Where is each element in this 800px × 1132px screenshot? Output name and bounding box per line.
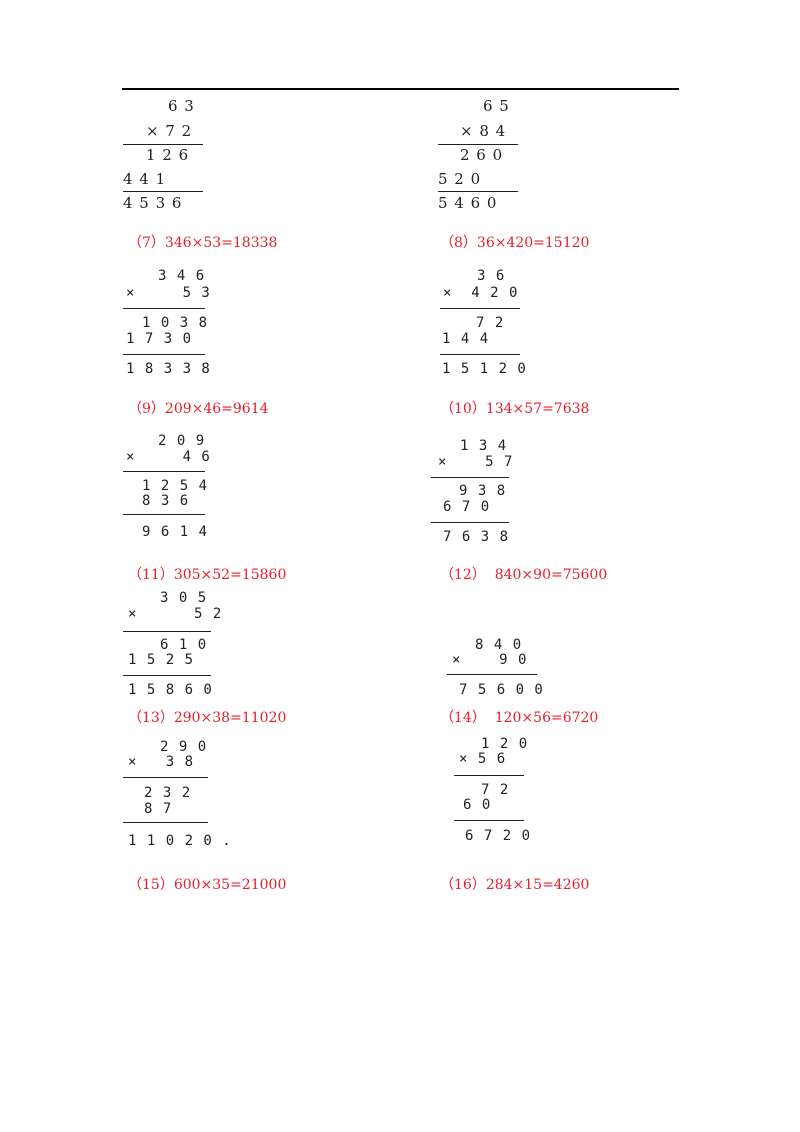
calc-rule [123,144,203,145]
problem-label-11: （11）305×52=15860 [128,567,287,583]
problem-label-10: （10）134×57=7638 [440,401,590,417]
calc-rule [431,477,509,478]
problem-label-7: （7）346×53=18338 [128,235,278,251]
calc-multiplier: × 5 6 [459,751,507,767]
problem-label-9: （9）209×46=9614 [128,401,269,417]
calc-multiplicand: 3 6 [477,268,506,284]
calc-product: 7 6 3 8 [443,529,510,545]
calc-partial-1: 7 2 [481,782,510,798]
problem-label-15: （15）600×35=21000 [128,877,287,893]
calc-multiplier: × 8 4 [460,122,507,140]
calc-partial-1: 2 3 2 [144,785,192,801]
calc-rule [440,354,520,355]
calc-partial-2: 6 0 [463,797,492,813]
calc-multiplicand: 1 2 0 [481,736,529,752]
calc-partial-2: 8 7 [144,801,173,817]
top-rule [122,88,679,90]
calc-multiplier: × 9 0 [452,652,528,668]
calc-multiplier: × 4 6 [126,449,211,465]
calc-multiplicand: 3 4 6 [158,268,206,284]
calc-partial-1: 1 2 6 [146,146,190,164]
calc-rule [438,144,518,145]
calc-product: 1 8 3 3 8 [126,361,211,377]
calc-multiplicand: 2 0 9 [158,433,206,449]
calc-partial-2: 4 4 1 [123,170,167,188]
calc-rule [440,308,520,309]
calc-product: 1 5 1 2 0 [442,361,527,377]
problem-label-16: （16）284×15=4260 [440,877,590,893]
calc-rule [123,675,211,676]
calc-rule [454,820,524,821]
calc-rule [438,191,518,192]
calc-product: 7 5 6 0 0 [459,682,544,698]
calc-partial-1: 9 3 8 [459,483,507,499]
calc-partial-1: 2 6 0 [460,146,504,164]
calc-multiplier: × 5 3 [126,285,211,301]
calc-multiplier: × 4 2 0 [443,285,519,301]
calc-rule [447,674,537,675]
calc-rule [123,631,211,632]
calc-product: 9 6 1 4 [142,524,209,540]
problem-label-12: （12） 840×90=75600 [440,567,608,583]
problem-label-13: （13）290×38=11020 [128,710,287,726]
calc-multiplicand: 8 4 0 [475,637,523,653]
calc-rule [123,191,203,192]
calc-rule [123,308,205,309]
calc-multiplicand: 2 9 0 [160,739,208,755]
calc-partial-1: 1 0 3 8 [142,315,209,331]
calc-product: 5 4 6 0 [438,194,498,212]
calc-partial-1: 1 2 5 4 [142,478,209,494]
calc-multiplicand: 1 3 4 [460,438,508,454]
calc-partial-2: 5 2 0 [438,170,482,188]
problem-label-8: （8）36×420=15120 [440,235,590,251]
calc-multiplicand: 3 0 5 [160,590,208,606]
calc-rule [431,522,509,523]
calc-product: 1 1 0 2 0 . [128,833,232,849]
calc-partial-2: 6 7 0 [443,499,491,515]
calc-rule [123,777,208,778]
calc-rule [123,354,205,355]
problem-label-14: （14） 120×56=6720 [440,710,599,726]
calc-partial-2: 8 3 6 [142,493,190,509]
calc-partial-2: 1 7 3 0 [126,331,193,347]
calc-partial-1: 7 2 [476,315,505,331]
calc-product: 1 5 8 6 0 [128,682,213,698]
calc-rule [123,822,208,823]
calc-rule [123,514,205,515]
calc-product: 6 7 2 0 [465,828,532,844]
calc-multiplier: × 5 2 [128,606,223,622]
calc-product: 4 5 3 6 [123,194,183,212]
calc-rule [454,775,524,776]
calc-partial-1: 6 1 0 [160,637,208,653]
calc-partial-2: 1 4 4 [442,331,490,347]
calc-partial-2: 1 5 2 5 [128,652,195,668]
calc-multiplier: × 7 2 [146,122,193,140]
calc-multiplier: × 5 7 [438,454,514,470]
calc-multiplier: × 3 8 [128,754,195,770]
calc-rule [123,471,205,472]
calc-multiplicand: 6 5 [483,97,510,115]
calc-multiplicand: 6 3 [168,97,195,115]
